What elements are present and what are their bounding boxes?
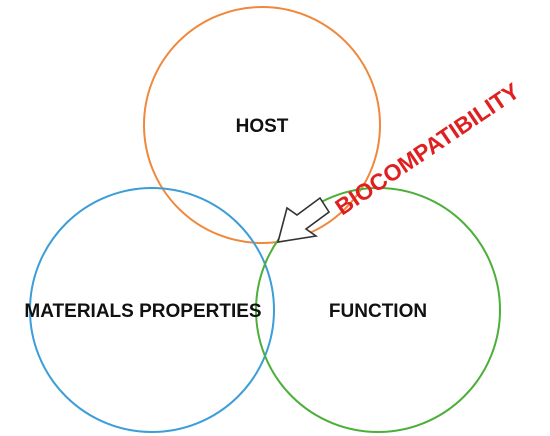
host-circle	[143, 6, 381, 244]
materials-properties-label: MATERIALS PROPERTIES	[24, 301, 261, 322]
materials-properties-circle	[29, 187, 275, 433]
function-circle	[255, 187, 501, 433]
function-label: FUNCTION	[329, 301, 427, 322]
hollow-arrow-icon	[276, 196, 331, 243]
host-label: HOST	[236, 116, 289, 137]
